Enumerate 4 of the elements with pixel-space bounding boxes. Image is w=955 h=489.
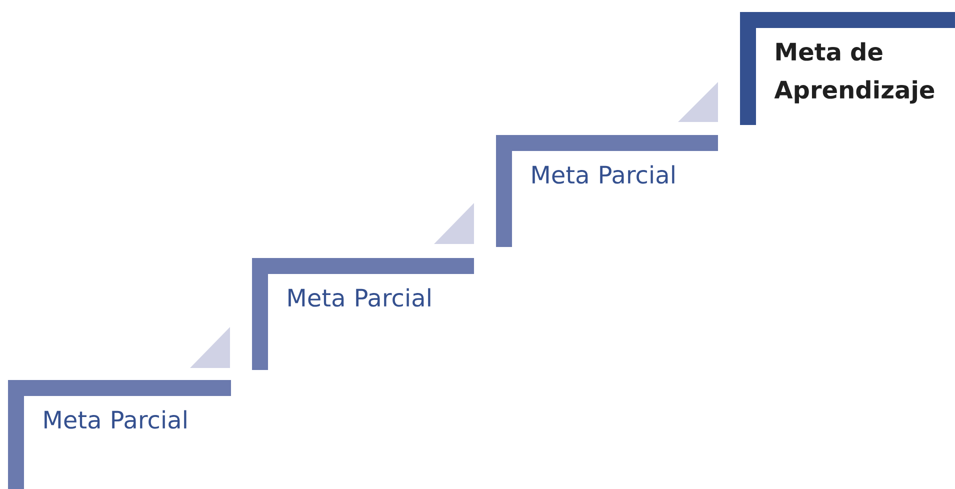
step-bracket: Meta Parcial — [252, 258, 474, 370]
step-bracket: Meta Parcial — [8, 380, 231, 489]
step-bracket: Meta Parcial — [496, 135, 718, 247]
step-bracket: Meta de Aprendizaje — [740, 12, 955, 125]
